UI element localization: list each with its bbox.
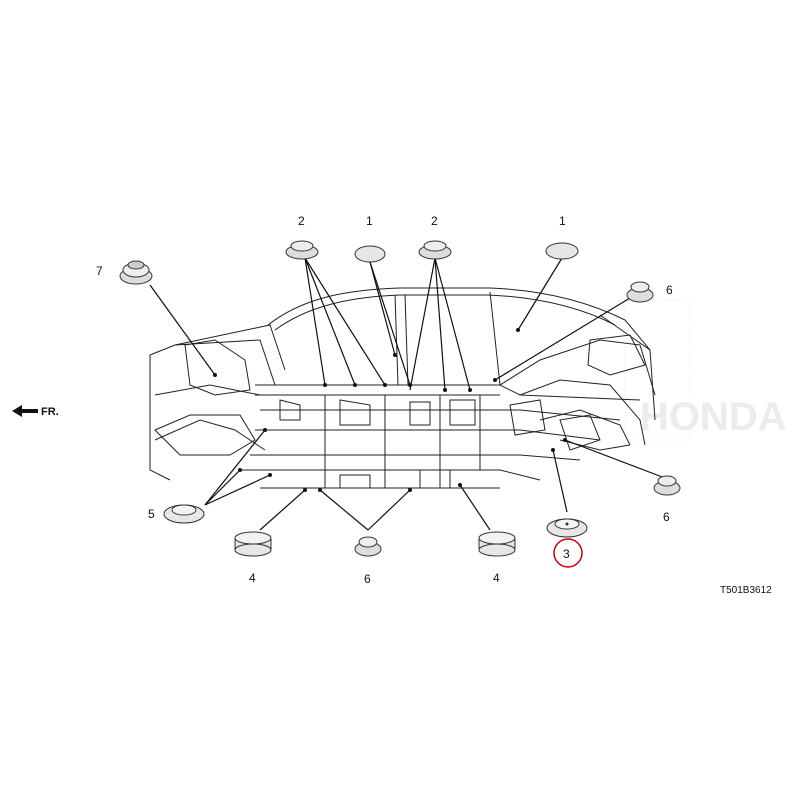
- callout-number-1-right: 1: [559, 214, 566, 228]
- leader-lines: [149, 257, 666, 531]
- callout-number-3: 3: [563, 547, 570, 561]
- front-arrow-icon: [12, 405, 38, 417]
- svg-text:HONDA: HONDA: [640, 395, 787, 439]
- grommet-part-6-bottom[interactable]: [354, 536, 382, 557]
- diagram-code: T501B3612: [720, 585, 772, 596]
- grommet-part-6-right[interactable]: [653, 475, 681, 496]
- plug-part-4-left[interactable]: [234, 531, 272, 557]
- grommet-part-2-left[interactable]: [285, 240, 319, 260]
- callout-number-7: 7: [96, 264, 103, 278]
- car-body-outline: [149, 287, 656, 489]
- front-direction-indicator: FR.: [12, 405, 59, 418]
- callout-number-6-bottom: 6: [364, 572, 371, 586]
- grommet-part-2-right[interactable]: [418, 240, 452, 260]
- callout-number-2-right: 2: [431, 214, 438, 228]
- grommet-part-7[interactable]: [119, 260, 153, 285]
- callout-number-2-left: 2: [298, 214, 305, 228]
- callout-number-6-top: 6: [666, 283, 673, 297]
- plug-part-1-right[interactable]: [545, 242, 579, 260]
- watermark: HONDA: [624, 299, 787, 441]
- front-label: FR.: [41, 406, 59, 418]
- callout-number-5: 5: [148, 507, 155, 521]
- grommet-part-5[interactable]: [163, 504, 205, 524]
- callout-number-4-left: 4: [249, 571, 256, 585]
- highlight-circle: [553, 538, 583, 568]
- leader-dots: [213, 328, 567, 492]
- callout-number-1-left: 1: [366, 214, 373, 228]
- grommet-part-6-top[interactable]: [626, 281, 654, 303]
- callout-number-4-right: 4: [493, 571, 500, 585]
- plug-part-1-left[interactable]: [354, 245, 386, 263]
- plug-part-4-right[interactable]: [478, 531, 516, 557]
- grommet-part-3[interactable]: [546, 518, 588, 538]
- callout-number-6-right: 6: [663, 510, 670, 524]
